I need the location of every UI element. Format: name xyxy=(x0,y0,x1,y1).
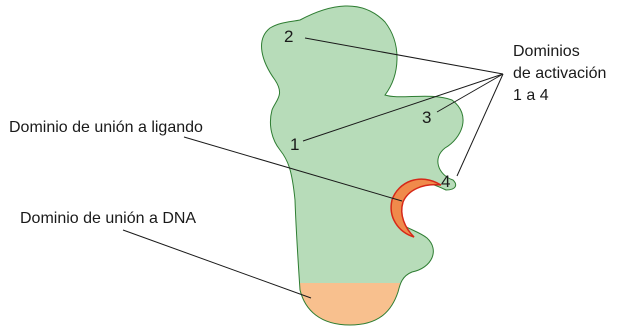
activation-domains-label-line1: Dominios xyxy=(513,43,580,60)
receptor-body xyxy=(261,5,464,326)
leader-line-ligand xyxy=(183,136,403,202)
ligand-binding-pocket xyxy=(390,178,442,238)
domain-number-2: 2 xyxy=(284,27,293,46)
activation-domains-label-line2: de activación xyxy=(513,65,606,82)
dna-binding-domain-label: Dominio de unión a DNA xyxy=(20,210,196,227)
domain-number-4: 4 xyxy=(441,172,450,191)
leader-line-4 xyxy=(456,73,504,177)
ligand-binding-domain-label: Dominio de unión a ligando xyxy=(9,119,203,136)
activation-domains-label-line3: 1 a 4 xyxy=(513,87,549,104)
leader-line-2 xyxy=(304,37,504,75)
domain-number-1: 1 xyxy=(290,135,299,154)
leader-line-dna xyxy=(122,229,312,299)
receptor-body-outline xyxy=(261,5,464,326)
leader-line-1 xyxy=(302,73,504,142)
domain-number-3: 3 xyxy=(422,108,431,127)
dna-binding-domain xyxy=(261,283,464,326)
leader-line-3 xyxy=(436,73,504,113)
